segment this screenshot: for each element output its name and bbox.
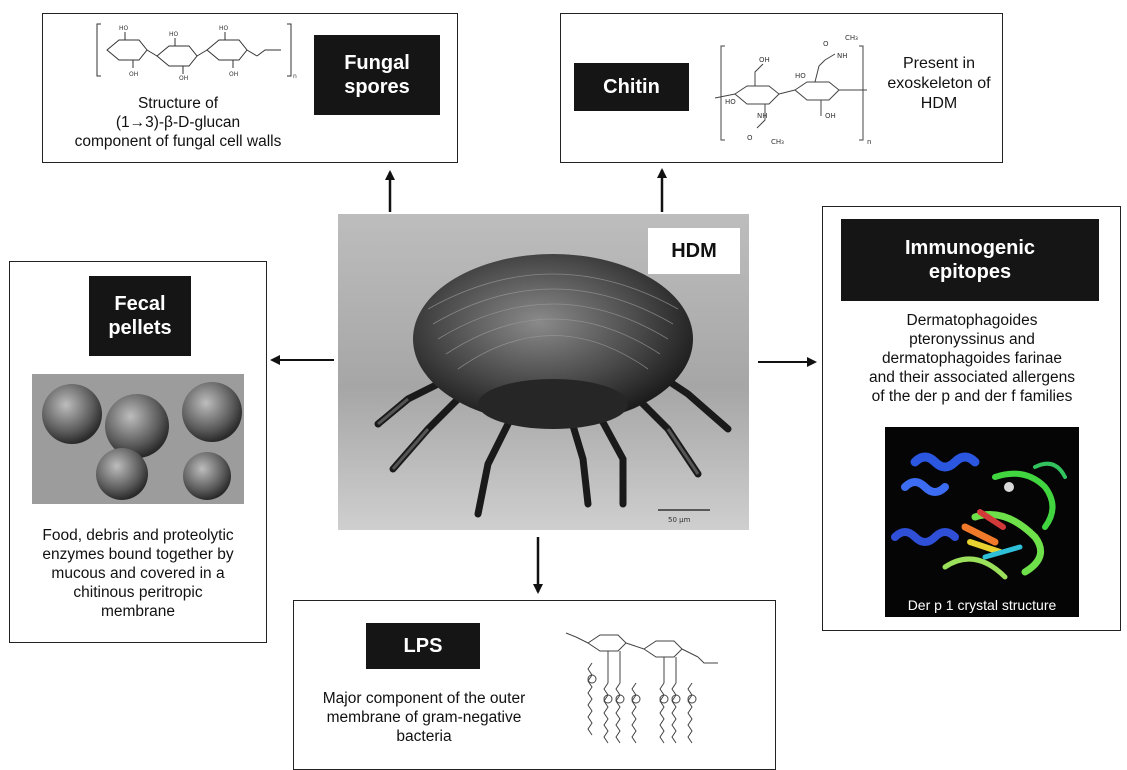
immunogenic-desc-line2: pteronyssinus and <box>825 330 1119 349</box>
beta-glucan-structure-diagram: HO HO HO OH OH OH n <box>95 20 305 82</box>
immunogenic-epitopes-box: Immunogenic epitopes Dermatophagoides pt… <box>822 206 1121 631</box>
svg-text:O: O <box>747 134 753 142</box>
protein-ribbon-image <box>885 427 1079 617</box>
lps-box: LPS Major component of the outer membran… <box>293 600 776 770</box>
chitin-structure-diagram: OH HO NH O CH₃ HO NH O CH₃ OH n <box>695 32 877 154</box>
hdm-label-text: HDM <box>671 240 717 263</box>
svg-text:CH₃: CH₃ <box>771 138 784 146</box>
lps-label: LPS <box>366 623 480 669</box>
fecal-pellets-image <box>32 374 244 504</box>
fungal-spores-label-line1: Fungal <box>344 51 410 75</box>
chitin-description: Present in exoskeleton of HDM <box>879 54 999 114</box>
immunogenic-epitopes-label-line1: Immunogenic <box>905 236 1035 260</box>
fungal-spores-label: Fungal spores <box>314 35 440 115</box>
fecal-pellets-desc-line2: enzymes bound together by <box>14 545 262 564</box>
chitin-desc-line1: Present in <box>879 54 999 74</box>
fecal-pellets-box: Fecal pellets Food, debris and proteolyt… <box>9 261 267 643</box>
lps-label-text: LPS <box>404 634 443 658</box>
chitin-label: Chitin <box>574 63 689 111</box>
hdm-label: HDM <box>648 228 740 274</box>
fecal-pellets-description: Food, debris and proteolytic enzymes bou… <box>14 526 262 621</box>
fecal-pellets-label-line1: Fecal <box>114 292 165 316</box>
immunogenic-epitopes-label: Immunogenic epitopes <box>841 219 1099 301</box>
fecal-pellets-desc-line1: Food, debris and proteolytic <box>14 526 262 545</box>
svg-text:NH: NH <box>757 112 768 120</box>
immunogenic-desc-line1: Dermatophagoides <box>825 311 1119 330</box>
immunogenic-desc-line3: dermatophagoides farinae <box>825 349 1119 368</box>
immunogenic-desc-line4: and their associated allergens <box>825 368 1119 387</box>
lps-structure-diagram <box>558 623 758 761</box>
chitin-label-text: Chitin <box>603 75 660 99</box>
hdm-mite-photo: 50 µm HDM <box>338 214 749 530</box>
immunogenic-desc-line5: of the der p and der f families <box>825 387 1119 406</box>
der-p1-crystal-structure-image: Der p 1 crystal structure <box>885 427 1079 617</box>
fungal-spores-description: Structure of (1→3)-β-D-glucan component … <box>47 94 309 151</box>
svg-text:O: O <box>823 40 829 48</box>
chitin-desc-line2: exoskeleton of <box>879 74 999 94</box>
svg-text:HO: HO <box>119 25 129 32</box>
immunogenic-epitopes-description: Dermatophagoides pteronyssinus and derma… <box>825 311 1119 406</box>
svg-text:HO: HO <box>795 72 806 80</box>
svg-text:OH: OH <box>129 71 138 78</box>
svg-text:HO: HO <box>169 31 179 38</box>
svg-text:OH: OH <box>229 71 238 78</box>
scale-bar-label: 50 µm <box>668 516 691 524</box>
chitin-box: Chitin OH HO NH O CH₃ HO NH O CH₃ OH n Present … <box>560 13 1003 163</box>
svg-text:OH: OH <box>825 112 836 120</box>
svg-text:HO: HO <box>725 98 736 106</box>
lps-description: Major component of the outer membrane of… <box>298 689 550 746</box>
fungal-spores-label-line2: spores <box>344 75 410 99</box>
lps-desc-line3: bacteria <box>298 727 550 746</box>
fecal-pellets-desc-line4: chitinous peritropic <box>14 583 262 602</box>
svg-text:OH: OH <box>179 75 188 82</box>
fungal-spores-desc-line2: (1→3)-β-D-glucan <box>47 113 309 132</box>
fecal-pellets-label: Fecal pellets <box>89 276 191 356</box>
svg-text:CH₃: CH₃ <box>845 34 858 42</box>
fungal-spores-desc-line1: Structure of <box>47 94 309 113</box>
fecal-pellets-photo <box>32 374 244 504</box>
svg-text:NH: NH <box>837 52 848 60</box>
fungal-spores-box: HO HO HO OH OH OH n Fungal spores Structure … <box>42 13 458 163</box>
lps-desc-line1: Major component of the outer <box>298 689 550 708</box>
svg-text:OH: OH <box>759 56 770 64</box>
svg-text:n: n <box>867 138 871 146</box>
fecal-pellets-desc-line5: membrane <box>14 602 262 621</box>
svg-text:n: n <box>293 73 297 80</box>
fecal-pellets-label-line2: pellets <box>108 316 171 340</box>
svg-text:HO: HO <box>219 25 229 32</box>
lps-desc-line2: membrane of gram-negative <box>298 708 550 727</box>
immunogenic-epitopes-label-line2: epitopes <box>929 260 1011 284</box>
fungal-spores-desc-line3: component of fungal cell walls <box>47 132 309 151</box>
crystal-caption: Der p 1 crystal structure <box>885 597 1079 613</box>
fecal-pellets-desc-line3: mucous and covered in a <box>14 564 262 583</box>
chitin-desc-line3: HDM <box>879 94 999 114</box>
